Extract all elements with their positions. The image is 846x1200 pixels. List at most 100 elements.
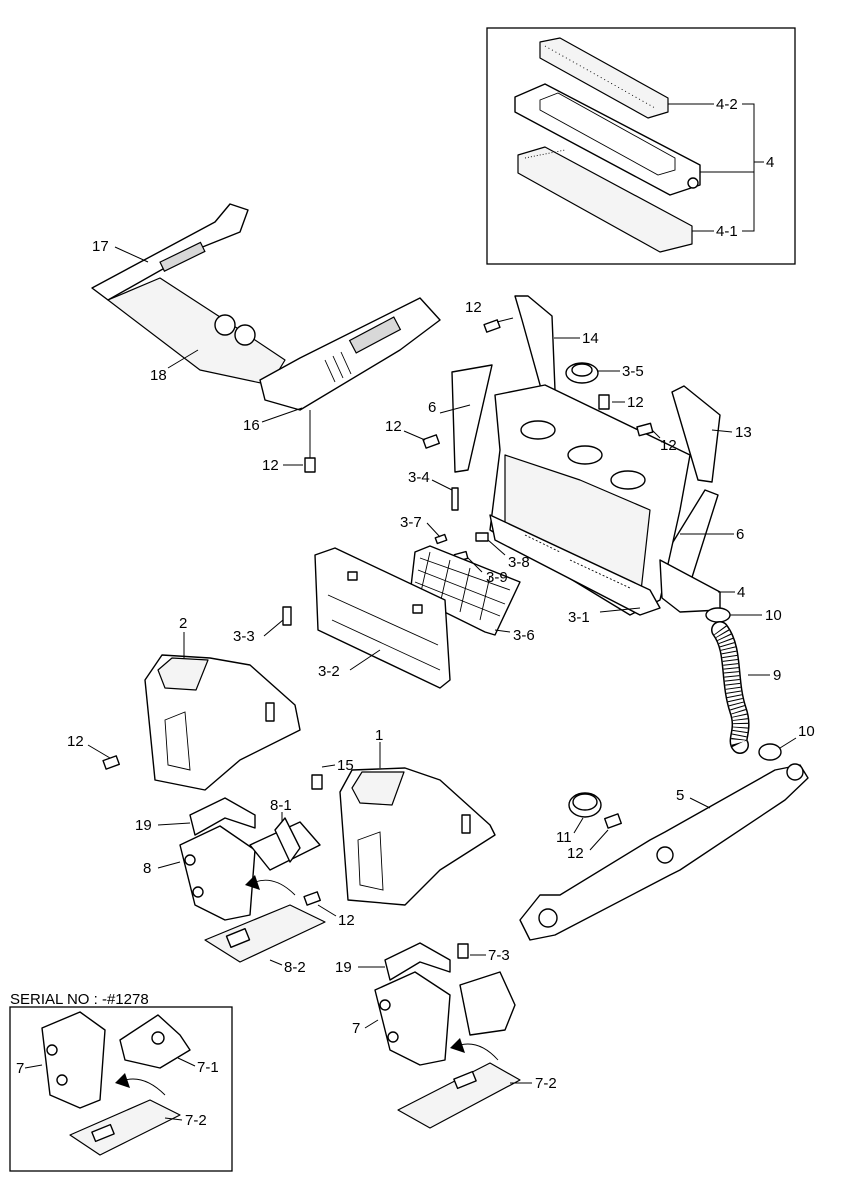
callout-19-upper: 19	[135, 817, 152, 834]
inset-caption: SERIAL NO : -#1278	[10, 991, 149, 1008]
callout-7-2-lower: 7-2	[535, 1075, 557, 1092]
part-3-4-pin[interactable]	[451, 487, 459, 511]
part-10-ring-upper[interactable]	[705, 607, 731, 623]
part-10-ring-lower[interactable]	[758, 743, 782, 761]
callout-3-1: 3-1	[568, 609, 590, 626]
callout-3-2: 3-2	[318, 663, 340, 680]
part-3-5-cap[interactable]	[565, 362, 599, 384]
callout-3-9: 3-9	[486, 569, 508, 586]
callout-15: 15	[337, 757, 354, 774]
callout-9: 9	[773, 667, 781, 684]
callout-18: 18	[150, 367, 167, 384]
callout-16: 16	[243, 417, 260, 434]
leaders-center	[263, 337, 735, 671]
callout-4-1: 4-1	[716, 223, 738, 240]
callout-labels: 4-2 4 4-1 17 18 16 12 12 14 3-5 12 6 12 …	[16, 96, 815, 1129]
callout-3-4: 3-4	[408, 469, 430, 486]
callout-19-lower: 19	[335, 959, 352, 976]
part-3-2-cover-panel[interactable]	[314, 547, 451, 689]
part-6-left-bracket[interactable]	[451, 364, 493, 473]
part-7-bracket[interactable]	[374, 971, 516, 1066]
callout-12-left: 12	[262, 457, 279, 474]
bolt-12-upper-left[interactable]	[304, 410, 316, 473]
part-14-bracket[interactable]	[514, 295, 556, 393]
callout-7-inset: 7	[16, 1060, 24, 1077]
part-18-plate[interactable]	[107, 277, 286, 386]
callout-14: 14	[582, 330, 599, 347]
part-1-cover[interactable]	[339, 767, 496, 906]
inset-part-7-bracket[interactable]	[41, 1011, 106, 1109]
leaders-inset-serial	[24, 1057, 196, 1121]
part-3-7-screw[interactable]	[434, 533, 448, 545]
bolt-12-center-top[interactable]	[422, 394, 654, 449]
callout-17: 17	[92, 238, 109, 255]
callout-12-part-8: 12	[338, 912, 355, 929]
callout-4: 4	[766, 154, 774, 171]
part-7-3-bolt[interactable]	[457, 943, 469, 959]
callout-13: 13	[735, 424, 752, 441]
callout-7-lower: 7	[352, 1020, 360, 1037]
part-13-right-bracket[interactable]	[671, 385, 721, 483]
leaders-upper-left	[114, 246, 303, 466]
bolt-12-top[interactable]	[483, 317, 514, 333]
part-5-arm[interactable]	[519, 763, 809, 941]
callout-3-5: 3-5	[622, 363, 644, 380]
part-17-cover[interactable]	[91, 203, 249, 301]
part-19-bracket-lower[interactable]	[384, 942, 451, 981]
callout-1: 1	[375, 727, 383, 744]
part-15-bolt[interactable]	[311, 774, 323, 790]
part-2-cover[interactable]	[144, 654, 301, 791]
part-19-bracket-upper[interactable]	[189, 797, 256, 836]
inset-part-7-1-plate[interactable]	[119, 1014, 191, 1069]
callout-2: 2	[179, 615, 187, 632]
part-4-frame[interactable]	[514, 83, 701, 196]
callout-12-arm: 12	[567, 845, 584, 862]
part-16-cover[interactable]	[259, 297, 441, 411]
callout-3-3: 3-3	[233, 628, 255, 645]
part-3-1-console[interactable]	[489, 384, 721, 616]
arrow-part-7	[450, 1038, 499, 1061]
leaders-hose	[730, 614, 797, 749]
callout-6-right: 6	[736, 526, 744, 543]
part-3-3-clip[interactable]	[282, 606, 292, 626]
callout-11: 11	[556, 829, 572, 846]
part-7-2-mat[interactable]	[397, 1062, 521, 1129]
leaders-part-7	[358, 954, 532, 1084]
callout-8: 8	[143, 860, 151, 877]
callout-3-7: 3-7	[400, 514, 422, 531]
callout-12-part-2: 12	[67, 733, 84, 750]
inset-box-part-4	[486, 27, 796, 265]
callout-3-8: 3-8	[508, 554, 530, 571]
callout-5: 5	[676, 787, 684, 804]
part-3-8-clip[interactable]	[475, 532, 489, 542]
callout-10-lower: 10	[798, 723, 815, 740]
inset-box-serial	[9, 1006, 233, 1172]
bolt-12-arm[interactable]	[604, 813, 622, 829]
part-9-hose[interactable]	[711, 621, 750, 754]
callout-8-2: 8-2	[284, 959, 306, 976]
leaders-part-8	[157, 812, 337, 966]
callout-8-1: 8-1	[270, 797, 292, 814]
inset-part-7-2-mat[interactable]	[69, 1099, 181, 1156]
leaders-arm	[573, 797, 711, 851]
leaders-covers	[87, 632, 381, 768]
part-11-cap[interactable]	[568, 792, 602, 818]
part-4-2-pad[interactable]	[539, 37, 669, 119]
callout-12-mid-left: 12	[385, 418, 402, 435]
bolt-12-part-8[interactable]	[303, 891, 321, 906]
bolt-12-part-2[interactable]	[102, 755, 120, 770]
callout-7-1-inset: 7-1	[197, 1059, 219, 1076]
part-8-bracket[interactable]	[179, 821, 321, 921]
callout-4-right: 4	[737, 584, 745, 601]
callout-7-3: 7-3	[488, 947, 510, 964]
callout-10-upper: 10	[765, 607, 782, 624]
callout-12-top: 12	[465, 299, 482, 316]
callout-leaders-inset	[668, 103, 764, 232]
inset-arrow	[115, 1073, 166, 1096]
callout-12-center: 12	[627, 394, 644, 411]
part-8-2-mat[interactable]	[204, 904, 326, 963]
callout-12-mid-right: 12	[660, 437, 677, 454]
part-4-1-pad[interactable]	[517, 146, 693, 253]
callout-6-left: 6	[428, 399, 436, 416]
